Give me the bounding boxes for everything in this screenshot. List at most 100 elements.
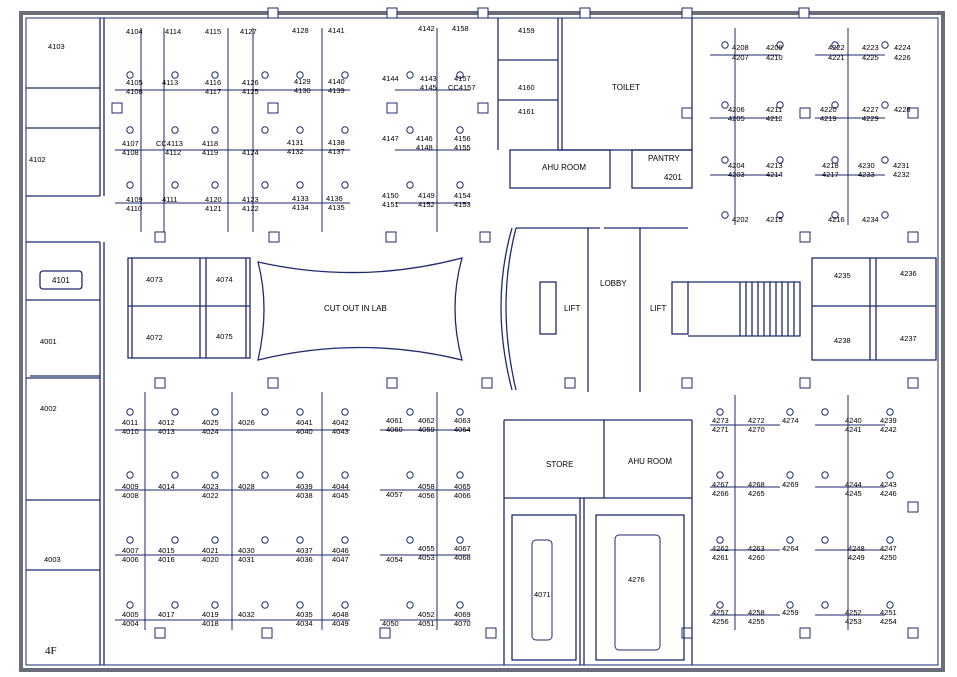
workstation-label: 4144 — [382, 74, 399, 83]
workstation-label: 4026 — [238, 418, 255, 427]
workstation-label: 4023 — [202, 482, 219, 491]
workstation-label: 4250 — [880, 553, 897, 562]
chair — [776, 101, 784, 109]
chair — [886, 536, 894, 544]
workstation-label: 4245 — [845, 489, 862, 498]
office-4159: 4159 — [518, 26, 535, 35]
workstation-label: 4206 — [728, 105, 745, 114]
workstation-label: 4264 — [782, 544, 799, 553]
column — [481, 377, 493, 389]
workstation-label: 4065 — [454, 482, 471, 491]
column — [268, 231, 280, 243]
workstation-label: 4060 — [386, 425, 403, 434]
column — [907, 231, 919, 243]
workstation-label: 4256 — [712, 617, 729, 626]
workstation-label: 4269 — [782, 480, 799, 489]
workstation-label: 4158 — [452, 24, 469, 33]
office-4102: 4102 — [29, 155, 46, 164]
workstation-label: 4156 — [454, 134, 471, 143]
workstation-label: 4063 — [454, 416, 471, 425]
chair — [881, 211, 889, 219]
chair — [296, 181, 304, 189]
workstation-label: 4224 — [894, 43, 911, 52]
office-4161: 4161 — [518, 107, 535, 116]
workstation-label: 4034 — [296, 619, 313, 628]
chair — [456, 601, 464, 609]
chair — [171, 126, 179, 134]
workstation-label: 4226 — [894, 53, 911, 62]
chair — [831, 211, 839, 219]
chair — [341, 181, 349, 189]
workstation-label: 4257 — [712, 608, 729, 617]
chair — [211, 71, 219, 79]
chair — [211, 126, 219, 134]
column — [579, 7, 591, 19]
chair — [881, 41, 889, 49]
workstation-label: 4048 — [332, 610, 349, 619]
chair — [211, 181, 219, 189]
workstation-label: 4218 — [822, 161, 839, 170]
office-4074: 4074 — [216, 275, 233, 284]
workstation-label: 4113 — [162, 78, 178, 87]
workstation-label: 4230 — [858, 161, 875, 170]
office-4075: 4075 — [216, 332, 233, 341]
office-4236: 4236 — [900, 269, 917, 278]
workstation-label: 4006 — [122, 555, 139, 564]
workstation-label: 4207 — [732, 53, 749, 62]
chair — [211, 408, 219, 416]
workstation-label: 4105 — [126, 78, 143, 87]
workstation-label: 4116 — [205, 78, 221, 87]
chair — [171, 408, 179, 416]
chair — [456, 408, 464, 416]
office-4237: 4237 — [900, 334, 917, 343]
chair — [721, 41, 729, 49]
workstation-label: 4064 — [454, 425, 471, 434]
column — [267, 7, 279, 19]
workstation-label: 4262 — [712, 544, 729, 553]
workstation-label: 4216 — [828, 215, 845, 224]
workstation-label: 4268 — [748, 480, 765, 489]
chair — [886, 408, 894, 416]
office-4235: 4235 — [834, 271, 851, 280]
workstation-label: 4205 — [728, 114, 745, 123]
chair — [126, 408, 134, 416]
chair — [406, 181, 414, 189]
workstation-label: 4145 — [420, 83, 437, 92]
workstation-label: 4031 — [238, 555, 255, 564]
column — [111, 102, 123, 114]
workstation-label: 4266 — [712, 489, 729, 498]
chair — [341, 601, 349, 609]
workstation-label: 4108 — [122, 148, 139, 157]
chair — [296, 601, 304, 609]
workstation-label: 4134 — [292, 203, 309, 212]
workstation-label: 4050 — [382, 619, 399, 628]
workstation-label: 4229 — [862, 114, 879, 123]
workstation-label: 4005 — [122, 610, 139, 619]
office-4276: 4276 — [628, 575, 645, 584]
workstation-label: 4243 — [880, 480, 897, 489]
workstation-label: 4143 — [420, 74, 437, 83]
column — [907, 107, 919, 119]
chair — [211, 536, 219, 544]
workstation-label: 4249 — [848, 553, 865, 562]
workstation-label: 4212 — [766, 114, 783, 123]
workstation-label: 4018 — [202, 619, 219, 628]
workstation-label: 4004 — [122, 619, 139, 628]
chair — [406, 471, 414, 479]
chair — [776, 211, 784, 219]
workstation-label: 4107 — [122, 139, 139, 148]
workstation-label: 4051 — [418, 619, 435, 628]
workstation-label: 4242 — [880, 425, 897, 434]
chair — [821, 601, 829, 609]
chair — [296, 71, 304, 79]
room-label-ahu-bottom: AHU ROOM — [628, 457, 672, 466]
workstation-label: 4115 — [205, 27, 221, 36]
workstation-label: 4155 — [454, 143, 471, 152]
column — [907, 627, 919, 639]
workstation-label: 4209 — [766, 43, 783, 52]
workstation-label: 4010 — [122, 427, 139, 436]
workstation-label: 4047 — [332, 555, 349, 564]
chair — [831, 101, 839, 109]
column — [907, 377, 919, 389]
